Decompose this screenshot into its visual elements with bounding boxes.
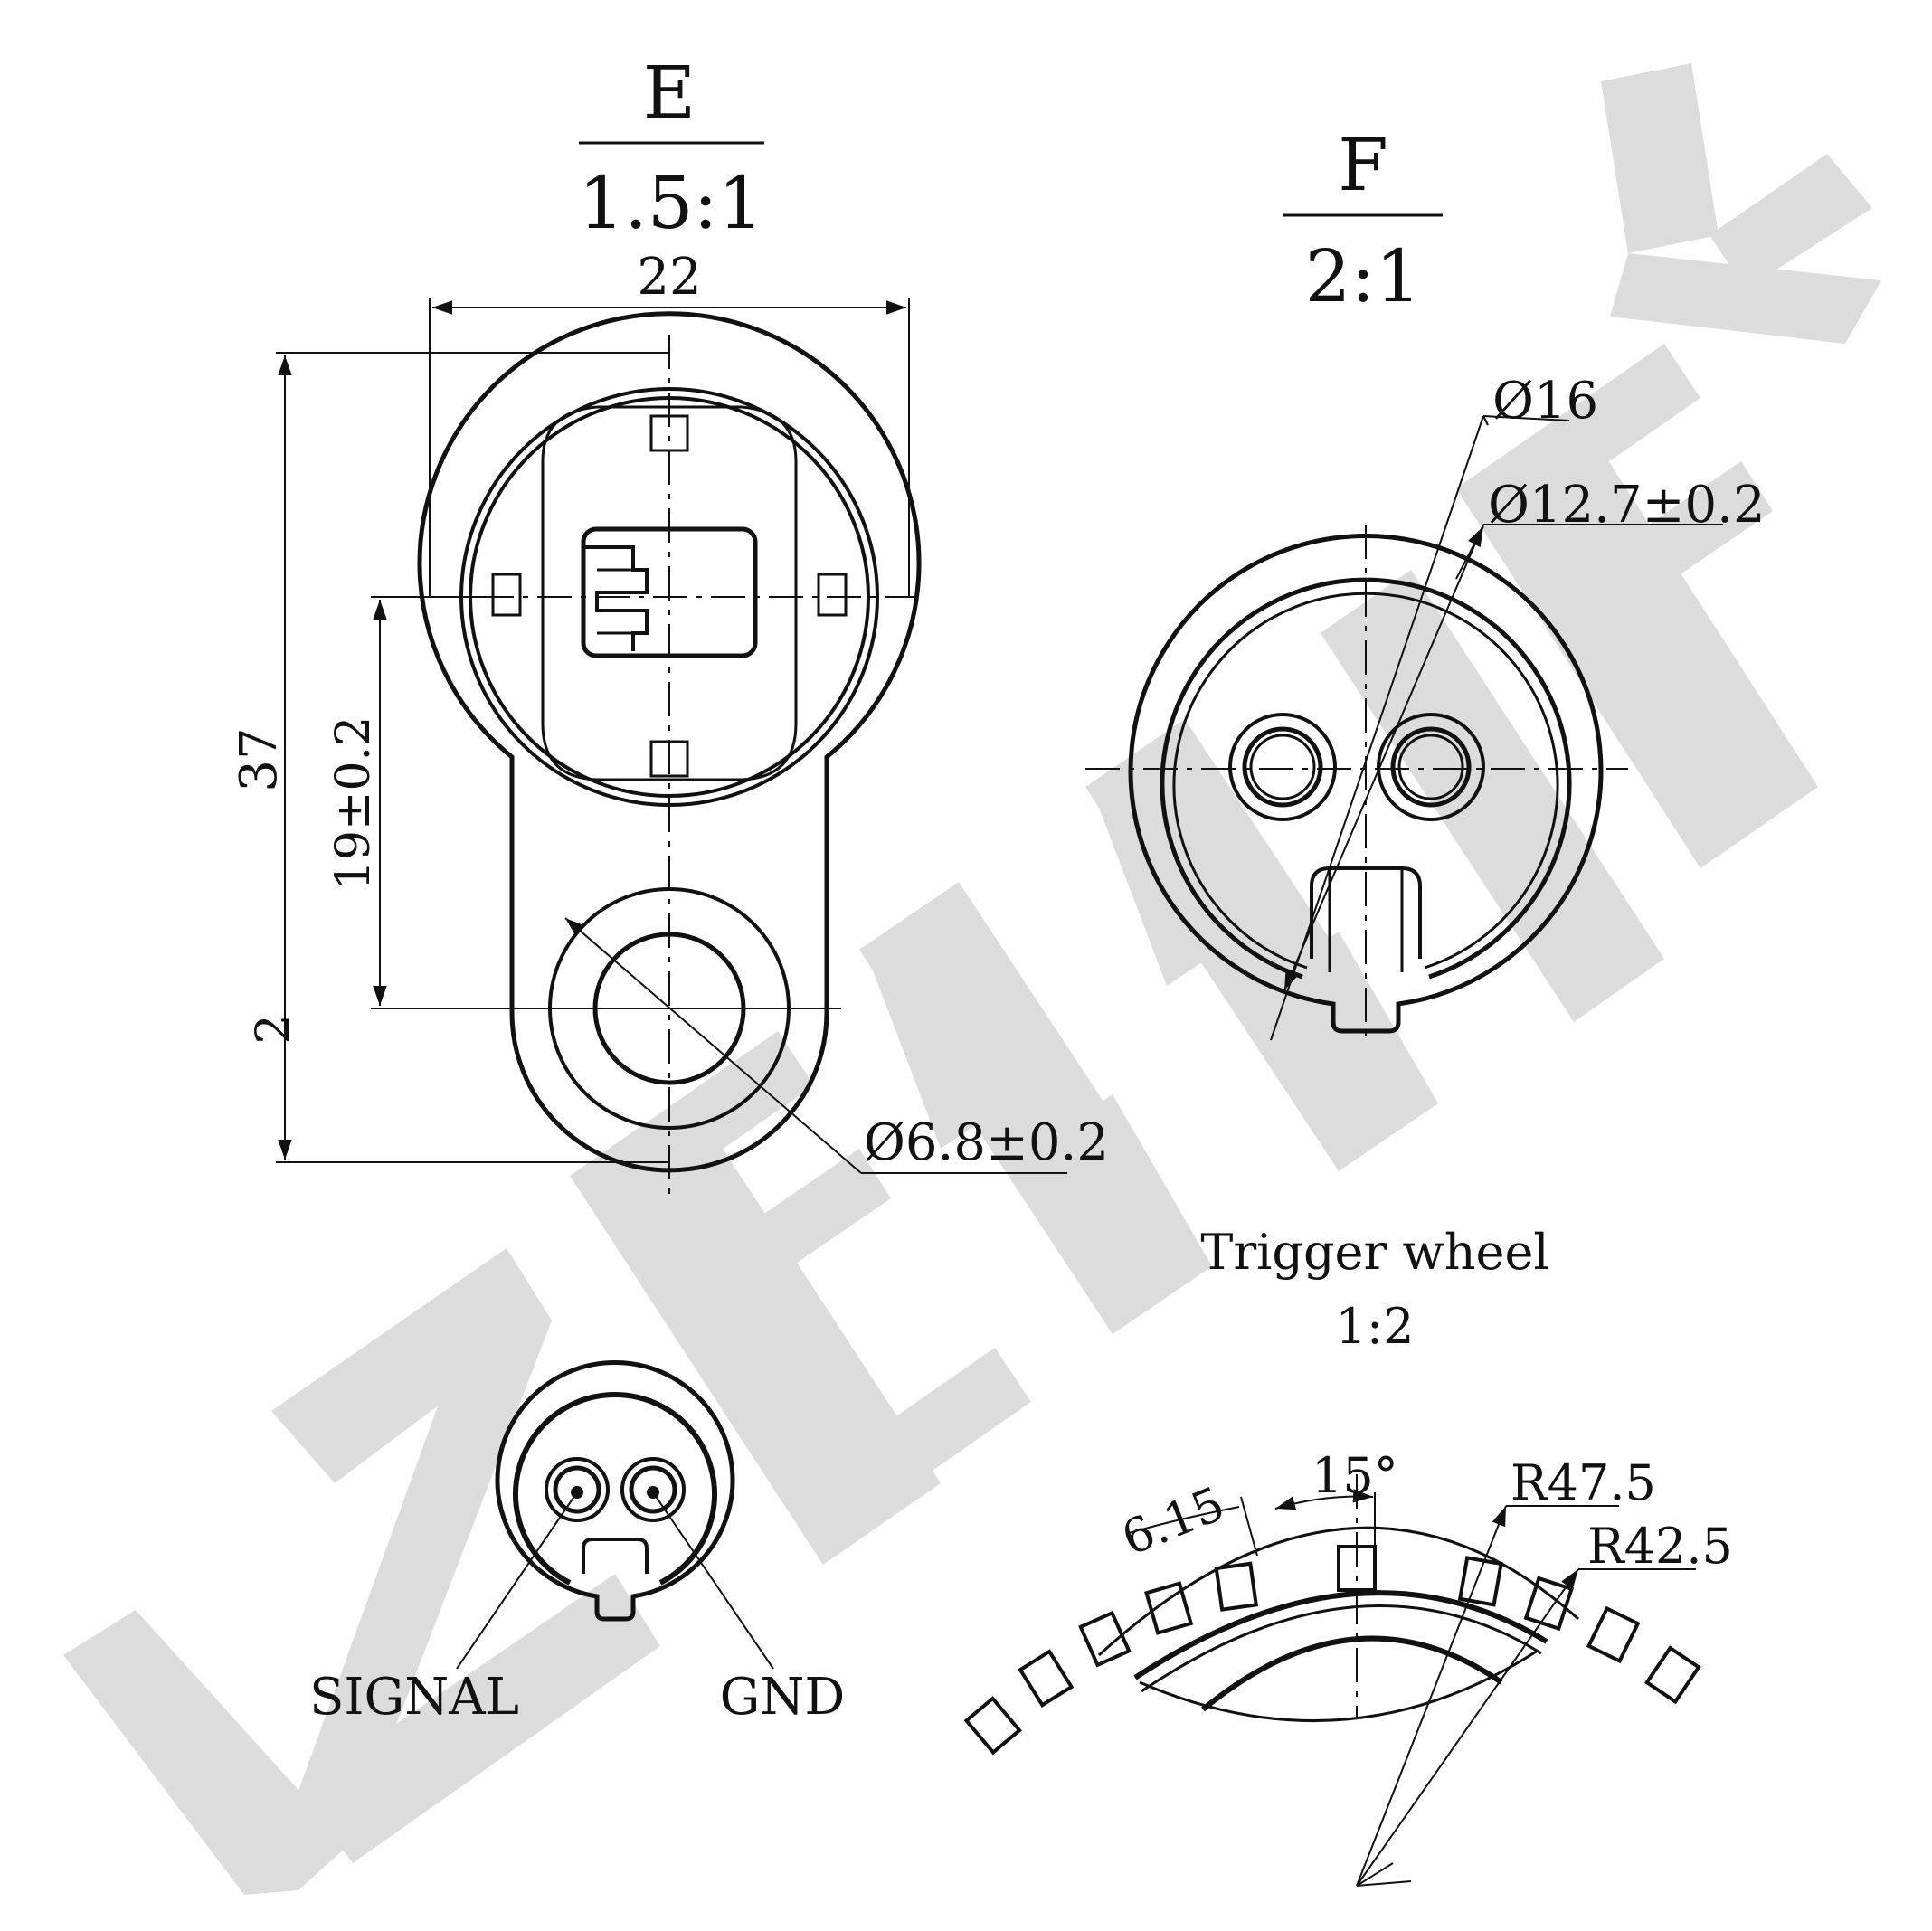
trigger-wheel-drawing (963, 1474, 1701, 1887)
view-f-label: F (1338, 123, 1388, 207)
trigger-dim-r-outer: R47.5 (1511, 1454, 1656, 1511)
view-e-drawing (276, 298, 1067, 1194)
view-e-label: E (643, 51, 696, 135)
trigger-wheel-title: Trigger wheel (1200, 1224, 1548, 1281)
view-e-dim-height: 37 (230, 727, 289, 791)
trigger-wheel-scale: 1:2 (1336, 1298, 1415, 1355)
view-f-scale: 2:1 (1305, 234, 1422, 318)
view-e-dim-pitch: 19±0.2 (327, 716, 381, 890)
trigger-dim-tooth: 6.15 (1114, 1477, 1232, 1567)
zenniek-logo-icon (63, 63, 1881, 1895)
view-e-dim-width: 22 (637, 248, 701, 307)
view-f-drawing (1085, 415, 1723, 1041)
view-e-dim-hole: Ø6.8±0.2 (864, 1113, 1109, 1172)
pinout-drawing (456, 1360, 774, 1670)
view-e-dim-partial: 2 (247, 1014, 301, 1044)
pin-signal-label: SIGNAL (309, 1668, 519, 1727)
view-e-scale: 1.5:1 (578, 161, 763, 245)
trigger-dim-r-inner: R42.5 (1587, 1518, 1733, 1575)
view-f-dim-outer: Ø16 (1492, 372, 1598, 431)
view-f-dim-inner: Ø12.7±0.2 (1488, 476, 1766, 535)
pin-gnd-label: GND (720, 1668, 846, 1727)
trigger-dim-angle: 15° (1312, 1447, 1398, 1504)
